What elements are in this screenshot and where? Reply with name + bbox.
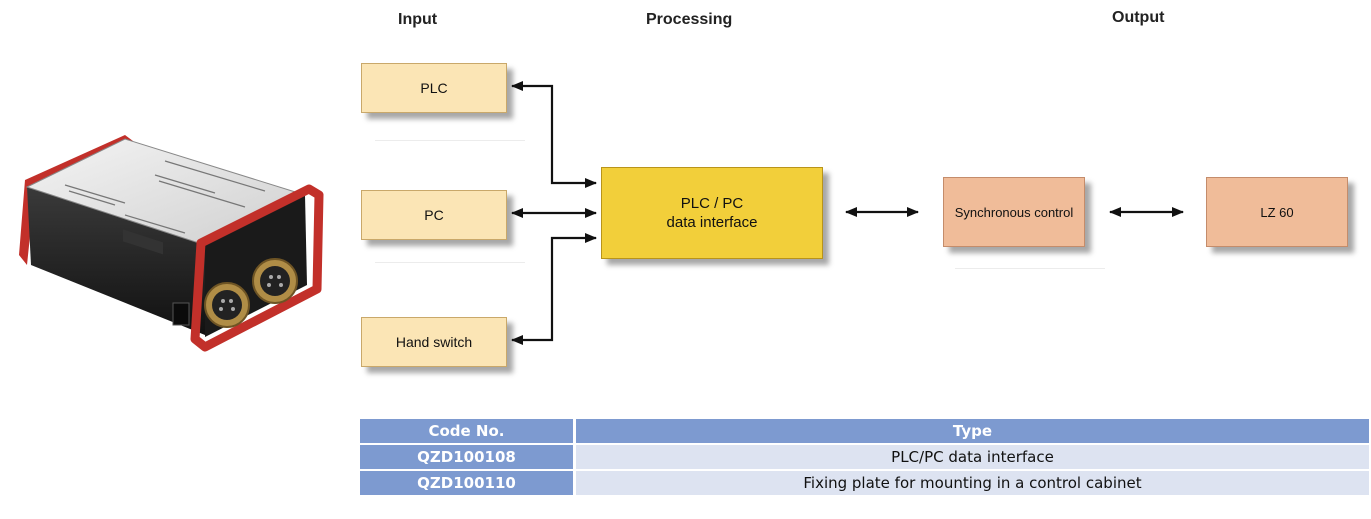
lz60-label: LZ 60 <box>1260 204 1294 220</box>
plc-pc-data-interface-box: PLC / PC data interface <box>601 167 823 259</box>
hand-switch-input-label: Hand switch <box>395 334 473 350</box>
data-interface-device-image <box>19 135 324 352</box>
ordering-table: Code No. Type QZD100108 PLC/PC data inte… <box>360 417 1369 497</box>
faint-divider <box>375 140 525 141</box>
pc-input-box: PC <box>361 190 507 240</box>
hand-switch-input-box: Hand switch <box>361 317 507 367</box>
processing-label-line1: PLC / PC <box>680 195 744 212</box>
lz60-box: LZ 60 <box>1206 177 1348 247</box>
input-column-heading: Input <box>398 11 438 28</box>
plc-input-label: PLC <box>420 80 448 96</box>
code-no-header: Code No. <box>360 419 576 443</box>
hand-switch-to-interface-arrow <box>511 233 597 345</box>
output-column-heading: Output <box>1112 9 1165 26</box>
table-cell-code: QZD100108 <box>360 445 576 469</box>
processing-column-heading: Processing <box>646 11 733 28</box>
synchronous-control-label: Synchronous control <box>954 204 1074 220</box>
table-header-row: Code No. Type <box>360 419 1369 443</box>
plc-to-interface-arrow <box>511 81 597 188</box>
table-row: QZD100110 Fixing plate for mounting in a… <box>360 471 1369 495</box>
type-header: Type <box>576 419 1369 443</box>
faint-divider <box>375 262 525 263</box>
table-cell-code: QZD100110 <box>360 471 576 495</box>
table-cell-type: Fixing plate for mounting in a control c… <box>576 471 1369 495</box>
table-row: QZD100108 PLC/PC data interface <box>360 445 1369 469</box>
table-cell-type: PLC/PC data interface <box>576 445 1369 469</box>
processing-label-line2: data interface <box>666 214 758 231</box>
pc-input-label: PC <box>424 207 444 223</box>
faint-divider <box>955 268 1105 269</box>
plc-input-box: PLC <box>361 63 507 113</box>
synchronous-control-box: Synchronous control <box>943 177 1085 247</box>
